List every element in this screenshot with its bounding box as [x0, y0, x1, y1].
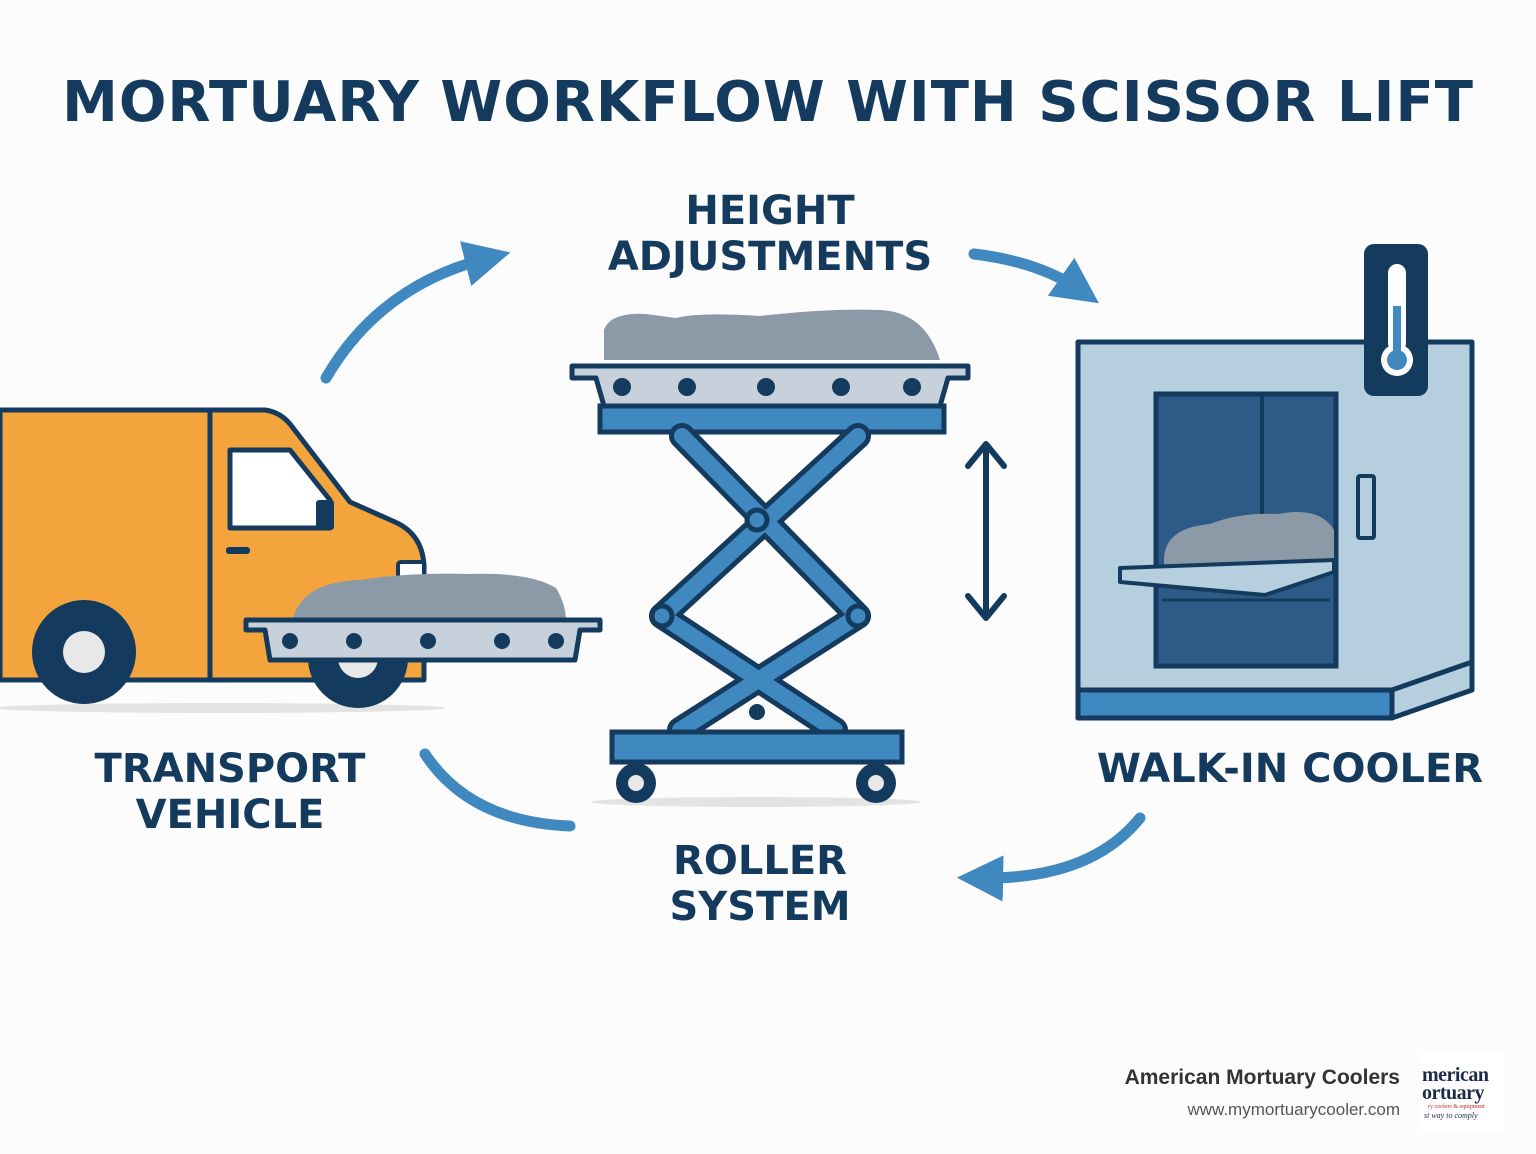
thermometer-icon: [1364, 244, 1428, 396]
step-label-transport-vehicle: TRANSPORT VEHICLE: [60, 746, 400, 838]
flow-arrow-icon: [956, 812, 1146, 902]
vertical-double-arrow-icon: [965, 441, 1007, 621]
step-label-line: TRANSPORT: [94, 746, 366, 792]
step-label-line: HEIGHT: [685, 188, 855, 234]
page-title: MORTUARY WORKFLOW WITH SCISSOR LIFT: [62, 70, 1474, 135]
step-label-line: SYSTEM: [669, 884, 851, 930]
step-label-line: ADJUSTMENTS: [607, 234, 933, 280]
step-label-line: ROLLER: [673, 838, 847, 884]
walk-in-cooler-icon: [1075, 244, 1475, 721]
logo-line: ortuary: [1422, 1082, 1485, 1104]
brand-name: American Mortuary Coolers: [1124, 1066, 1400, 1089]
flow-arrow-icon: [968, 248, 1099, 304]
step-label-height-adjustments: HEIGHT ADJUSTMENTS: [560, 188, 980, 280]
flow-arrow-icon: [419, 748, 576, 832]
brand-logo: merican ortuary ry coolers & equipment s…: [1422, 1052, 1504, 1132]
flow-arrow-icon: [320, 241, 511, 384]
scissor-lift-cart-icon: [569, 309, 971, 807]
logo-slogan: st way to comply: [1424, 1111, 1478, 1120]
step-label-walk-in-cooler: WALK-IN COOLER: [1090, 746, 1490, 792]
logo-line: merican: [1422, 1064, 1489, 1086]
step-label-line: WALK-IN COOLER: [1096, 746, 1484, 792]
transport-van-icon: [0, 407, 603, 713]
logo-tagline: ry coolers & equipment: [1428, 1104, 1485, 1110]
brand-url: www.mymortuarycooler.com: [1187, 1100, 1400, 1119]
step-label-roller-system: ROLLER SYSTEM: [610, 838, 910, 930]
step-label-line: VEHICLE: [135, 792, 325, 838]
